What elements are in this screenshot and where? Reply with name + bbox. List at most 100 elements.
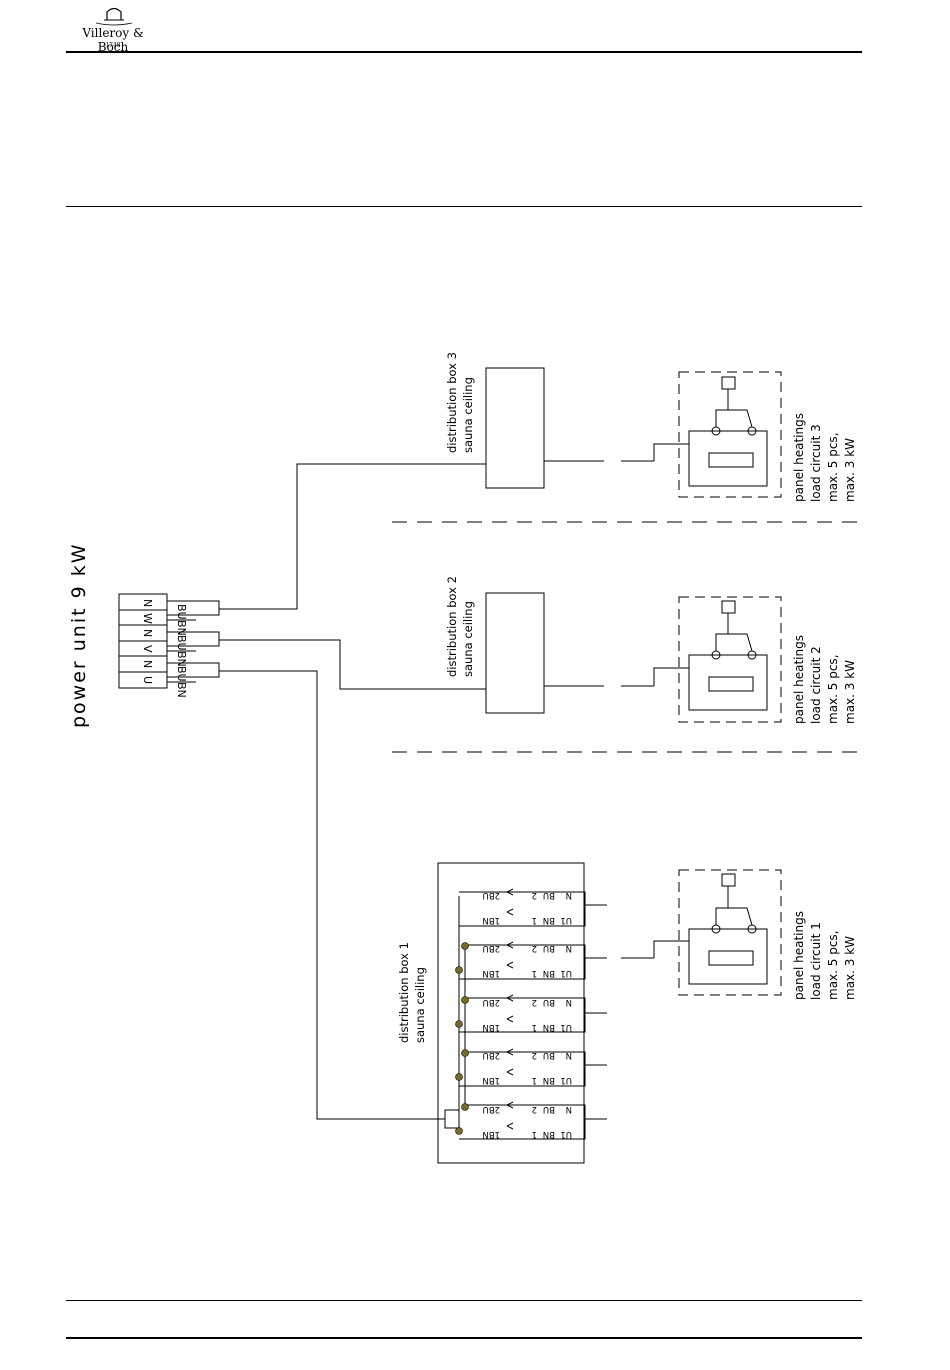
panel-label: max. 3 kW <box>843 936 857 1000</box>
box1-terminal-labels: N BU 2 2BU U1 BN 1 1BN N BU 2 2BU U1 BN … <box>482 890 572 1139</box>
box1-label: BN <box>543 1129 555 1139</box>
wire-label: BU <box>175 604 188 620</box>
distribution-box-label: sauna ceiling <box>413 967 427 1043</box>
box1-label: 2 <box>532 1104 537 1114</box>
wire-label: BN <box>175 620 188 636</box>
box1-terminal-pair <box>459 944 607 980</box>
box1-label: 2BU <box>483 890 500 900</box>
wire-label: BN <box>175 651 188 667</box>
panel-heating-2 <box>653 596 782 723</box>
panel-label: max. 3 kW <box>843 438 857 502</box>
box1-label: U1 <box>560 915 572 925</box>
brand-logo-icon <box>95 7 133 26</box>
panel-label: max. 5 pcs, <box>826 654 840 724</box>
terminal-label: W <box>141 613 154 624</box>
panel-label: max. 5 pcs, <box>826 432 840 502</box>
panel-heating-1 <box>653 869 782 996</box>
box1-label: U1 <box>560 1022 572 1032</box>
box1-label: N <box>566 1050 572 1060</box>
box1-label: N <box>566 1104 572 1114</box>
power-unit-title: power unit 9 kW <box>68 542 90 728</box>
box1-label: 1 <box>532 1075 537 1085</box>
panel-label: max. 3 kW <box>843 660 857 724</box>
box1-label: 1 <box>532 968 537 978</box>
junction-dots <box>455 942 469 1135</box>
box1-label: N <box>566 997 572 1007</box>
box1-label: BN <box>543 915 555 925</box>
distribution-box-label: sauna ceiling <box>461 377 475 453</box>
feed-wire-box1 <box>219 670 445 1120</box>
terminal-label: N <box>141 660 154 668</box>
box1-label: 1BN <box>482 1022 500 1032</box>
box1-label: 2BU <box>483 1050 500 1060</box>
box1-label: 2 <box>532 890 537 900</box>
box1-terminal-pair <box>459 1104 607 1140</box>
footer-rule-bottom <box>66 1337 862 1339</box>
box1-label: 2BU <box>483 943 500 953</box>
terminal-label: V <box>141 645 154 653</box>
box1-label: U1 <box>560 1129 572 1139</box>
panel-label: panel heatings <box>792 635 806 724</box>
panel-label: panel heatings <box>792 911 806 1000</box>
terminal-label: N <box>141 599 154 607</box>
feed-wire-box3 <box>219 463 486 610</box>
brand-year: 1748 <box>105 42 121 49</box>
box1-label: 1 <box>532 1022 537 1032</box>
distribution-box-label: distribution box 2 <box>445 576 459 677</box>
distribution-box-2 <box>485 592 545 714</box>
box1-label: U1 <box>560 1075 572 1085</box>
wire-terminal-bu-3 <box>166 662 220 678</box>
box1-label: 1BN <box>482 968 500 978</box>
box1-label: 2BU <box>483 997 500 1007</box>
box1-label: 2BU <box>483 1104 500 1114</box>
box1-label: BU <box>543 890 555 900</box>
distribution-box-label: distribution box 3 <box>445 352 459 453</box>
box1-label: 2 <box>532 943 537 953</box>
panel-heating-3 <box>653 371 782 498</box>
wire-terminal-bu-2 <box>166 631 220 647</box>
box1-terminal-pair <box>459 891 607 927</box>
footer-rule-top <box>66 1300 862 1301</box>
box1-label: BU <box>543 997 555 1007</box>
box1-terminal-pair <box>459 997 607 1033</box>
header-rule <box>66 51 862 53</box>
panel-label: load circuit 1 <box>809 922 823 1000</box>
box1-label: 1BN <box>482 1129 500 1139</box>
box1-label: BU <box>543 1104 555 1114</box>
box1-label: 1 <box>532 1129 537 1139</box>
panel-label: load circuit 2 <box>809 646 823 724</box>
box1-label: 2 <box>532 1050 537 1060</box>
panel-label: max. 5 pcs, <box>826 930 840 1000</box>
distribution-box-label: sauna ceiling <box>461 601 475 677</box>
box1-label: 1 <box>532 915 537 925</box>
terminal-label: N <box>141 629 154 637</box>
wire-label: BN <box>175 682 188 698</box>
panel-label: panel heatings <box>792 413 806 502</box>
box1-label: 2 <box>532 997 537 1007</box>
box1-label: N <box>566 890 572 900</box>
terminal-strip <box>444 1109 460 1129</box>
wire-label: BU <box>175 635 188 651</box>
box1-label: BU <box>543 1050 555 1060</box>
wire-label: BU <box>175 666 188 682</box>
terminal-label: U <box>141 676 154 684</box>
wire-terminal-bu-1 <box>166 600 220 616</box>
section-rule <box>66 206 862 207</box>
feed-wire-box2 <box>219 639 486 690</box>
box1-label: BN <box>543 968 555 978</box>
panel-label: load circuit 3 <box>809 424 823 502</box>
box1-terminal-pair <box>459 1051 607 1087</box>
distribution-box-1 <box>437 862 585 1164</box>
distribution-box-3 <box>485 367 545 489</box>
box1-label: U1 <box>560 968 572 978</box>
connector-arrows <box>506 888 514 1130</box>
box1-label: N <box>566 943 572 953</box>
box1-label: 1BN <box>482 915 500 925</box>
box1-label: BU <box>543 943 555 953</box>
box1-label: 1BN <box>482 1075 500 1085</box>
distribution-box-label: distribution box 1 <box>397 942 411 1043</box>
box1-label: BN <box>543 1075 555 1085</box>
box1-label: BN <box>543 1022 555 1032</box>
brand-name: Villeroy & Boch <box>82 26 144 54</box>
